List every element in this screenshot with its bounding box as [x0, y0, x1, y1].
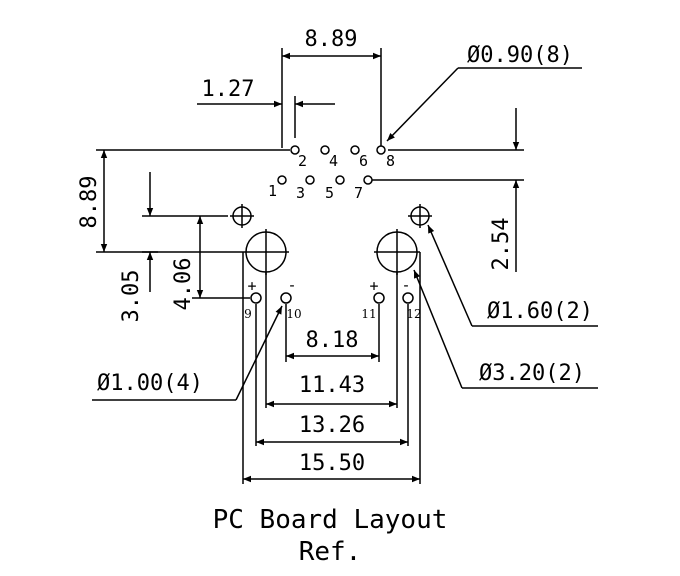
- small-mount-holes: [230, 204, 432, 228]
- pin-label-2: 2: [298, 152, 307, 170]
- pin-label-5: 5: [325, 184, 334, 202]
- dim-height-406: 4.06: [171, 216, 250, 310]
- pin-label-1: 1: [268, 182, 277, 200]
- dim-led-hole: Ø1.00(4): [92, 305, 283, 401]
- pin-label-11: 11: [361, 307, 376, 321]
- dim-mount-small: Ø1.60(2): [427, 224, 598, 327]
- pin-label-12: 12: [406, 307, 421, 321]
- pin-hole-6: [350, 145, 360, 155]
- dim-mount-large: Ø3.20(2): [413, 269, 598, 389]
- dim-left-height-label: 8.89: [77, 176, 102, 229]
- polarity-plus-11: +: [369, 277, 378, 295]
- dim-top-pitch-label: 8.89: [305, 27, 358, 52]
- led-holes: + - + - 9 10 11 12: [244, 276, 421, 321]
- dim-left-height: 8.89: [77, 149, 290, 253]
- pin-label-10: 10: [286, 307, 301, 321]
- dim-pin-offset: 1.27: [197, 77, 335, 138]
- pin-label-7: 7: [354, 184, 363, 202]
- polarity-plus-9: +: [247, 277, 256, 295]
- pin-label-6: 6: [359, 152, 368, 170]
- dim-top-pitch: 8.89: [281, 27, 382, 148]
- led-hole-10: [280, 292, 292, 304]
- pin-hole-2: [290, 145, 300, 155]
- pin-hole-5: [335, 175, 345, 185]
- dim-pin-hole: Ø0.90(8): [386, 43, 582, 142]
- dim-bottom-widths: 8.18 11.43 13.26 15.50: [242, 252, 421, 484]
- signal-pin-holes: 2 4 6 8 1 3 5 7: [268, 145, 395, 202]
- led-hole-9: [250, 292, 262, 304]
- large-mount-holes: [243, 229, 420, 275]
- dim-mount-small-label: Ø1.60(2): [487, 299, 593, 324]
- dim-width-818-label: 8.18: [306, 328, 359, 353]
- dim-pin-offset-label: 1.27: [202, 77, 255, 102]
- led-hole-12: [402, 292, 414, 304]
- polarity-minus-12: -: [401, 276, 410, 294]
- pin-hole-8: [376, 145, 386, 155]
- pin-label-9: 9: [244, 307, 252, 321]
- dim-height-406-label: 4.06: [171, 258, 196, 311]
- pin-label-4: 4: [329, 152, 338, 170]
- led-hole-11: [373, 292, 385, 304]
- pin-hole-4: [320, 145, 330, 155]
- dim-width-1326-label: 13.26: [299, 413, 365, 438]
- dim-width-1143-label: 11.43: [299, 373, 365, 398]
- dim-width-1550-label: 15.50: [299, 451, 365, 476]
- dim-led-hole-label: Ø1.00(4): [97, 371, 203, 396]
- pin-hole-7: [363, 175, 373, 185]
- dim-row-spacing-label: 2.54: [489, 218, 514, 271]
- dim-row-spacing: 2.54: [372, 108, 524, 272]
- pin-label-8: 8: [386, 152, 395, 170]
- dim-height-305: 3.05: [119, 172, 228, 322]
- pin-hole-3: [305, 175, 315, 185]
- polarity-minus-10: -: [287, 276, 296, 294]
- dim-mount-large-label: Ø3.20(2): [479, 361, 585, 386]
- caption-ref: Ref.: [299, 537, 362, 567]
- dim-height-305-label: 3.05: [119, 270, 144, 323]
- pin-label-3: 3: [296, 184, 305, 202]
- pin-hole-1: [277, 175, 287, 185]
- dim-pin-hole-label: Ø0.90(8): [467, 43, 573, 68]
- caption-title: PC Board Layout: [213, 505, 448, 535]
